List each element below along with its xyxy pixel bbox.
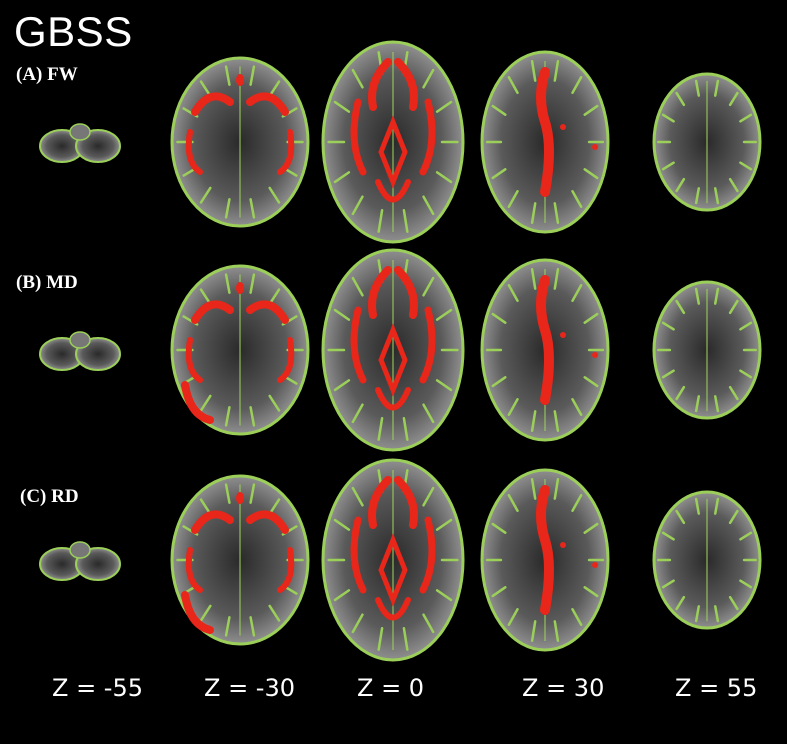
brain-slice-md-z-minus-55 xyxy=(39,331,121,371)
brain-slice-rd-z-0 xyxy=(321,458,465,662)
row-label-rd: (C) RD xyxy=(20,486,79,507)
brain-slice-fw-z-0 xyxy=(321,40,465,244)
figure-title: GBSS xyxy=(14,8,133,55)
z-label-55: Z = 55 xyxy=(675,674,758,702)
row-label-md: (B) MD xyxy=(16,272,78,293)
brain-slice-fw-z-minus-55 xyxy=(39,123,121,163)
brain-slice-fw-z-30 xyxy=(480,50,610,234)
z-label-0: Z = 0 xyxy=(357,674,425,702)
brain-slice-md-z-minus-30 xyxy=(170,264,310,436)
brain-slice-rd-z-55 xyxy=(652,490,762,630)
brain-slice-rd-z-minus-55 xyxy=(39,541,121,581)
brain-slice-md-z-30 xyxy=(480,258,610,442)
brain-slice-rd-z-minus-30 xyxy=(170,474,310,646)
z-label-30: Z = 30 xyxy=(522,674,605,702)
brain-slice-md-z-55 xyxy=(652,280,762,420)
z-label-minus-55: Z = -55 xyxy=(52,674,144,702)
brain-slice-rd-z-30 xyxy=(480,468,610,652)
z-label-minus-30: Z = -30 xyxy=(204,674,296,702)
row-label-fw: (A) FW xyxy=(16,64,78,85)
brain-slice-fw-z-minus-30 xyxy=(170,56,310,228)
brain-slice-fw-z-55 xyxy=(652,72,762,212)
brain-slice-md-z-0 xyxy=(321,248,465,452)
